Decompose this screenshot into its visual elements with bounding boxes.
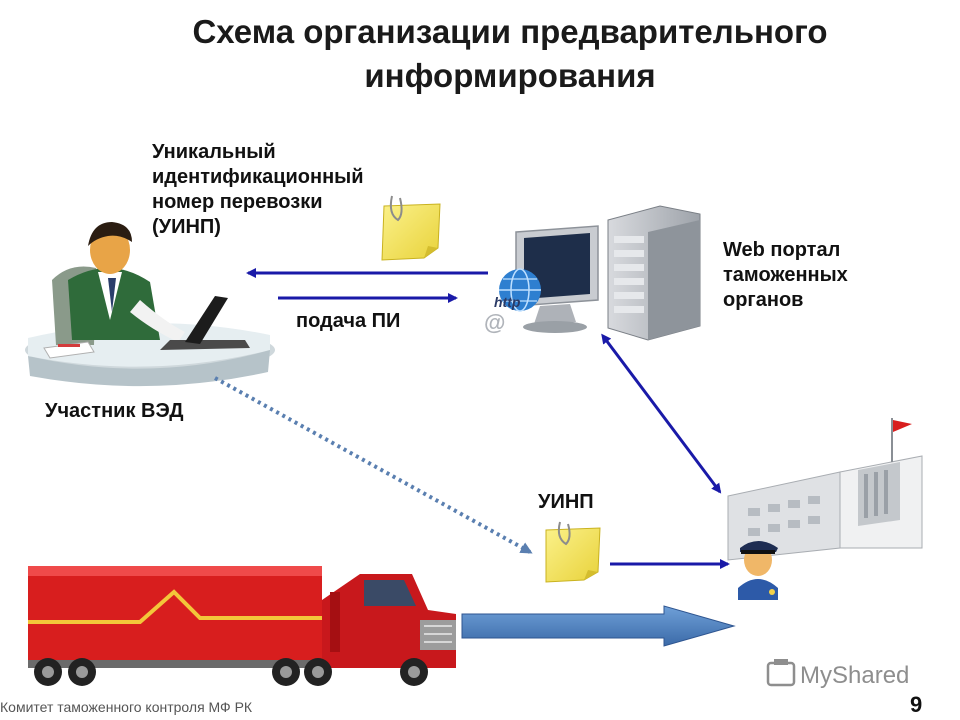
participant-icon xyxy=(25,222,275,387)
uinp-note-icon xyxy=(545,521,601,583)
truck-icon xyxy=(28,566,456,686)
customs-building-icon xyxy=(727,418,923,561)
web-portal-line-1: Web портал xyxy=(723,239,841,261)
transport-direction-arrow xyxy=(461,605,736,647)
myshared-logo: MyShared xyxy=(766,659,909,689)
title-line-1: Схема организации предварительного xyxy=(192,13,828,50)
at-sign-label: @ xyxy=(484,310,505,335)
watermark-text: MyShared xyxy=(800,662,909,689)
participant-label: Участник ВЭД xyxy=(45,400,184,422)
uinp-description-line-3: номер перевозки xyxy=(152,191,323,213)
document-note-icon xyxy=(381,195,441,261)
title-line-2: информирования xyxy=(364,57,656,94)
portal-customs-arrow xyxy=(601,333,722,494)
customs-officer-icon xyxy=(738,541,778,600)
page-number: 9 xyxy=(910,692,923,717)
uinp-description-line-2: идентификационный xyxy=(152,166,364,188)
submission-label: подача ПИ xyxy=(296,310,401,332)
http-label: http xyxy=(494,294,521,310)
uinp-description-line-4: (УИНП) xyxy=(152,216,221,238)
uinp-description-label: Уникальный идентификационный номер перев… xyxy=(152,140,364,240)
page-title: Схема организации предварительного инфор… xyxy=(60,10,960,98)
web-portal-icon: http @ xyxy=(484,205,701,341)
web-portal-line-3: органов xyxy=(723,289,804,311)
server-slots xyxy=(614,236,644,313)
uinp-short-label: УИНП xyxy=(538,491,594,513)
flag-icon xyxy=(893,420,912,432)
web-portal-label: Web портал таможенных органов xyxy=(723,238,848,313)
uinp-description-line-1: Уникальный xyxy=(152,141,276,163)
dotted-uinp-arrow xyxy=(214,376,533,554)
web-portal-line-2: таможенных xyxy=(723,264,848,286)
footer-organization: Комитет таможенного контроля МФ РК xyxy=(0,699,253,715)
